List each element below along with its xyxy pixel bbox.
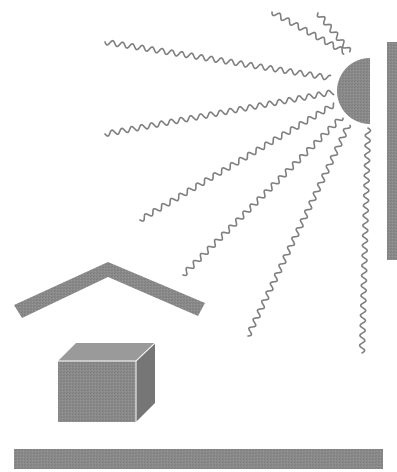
ground — [14, 449, 383, 469]
sun-ray — [104, 89, 335, 137]
vertical-wall — [387, 42, 397, 260]
sun-ray — [182, 117, 344, 277]
sun-ray — [104, 39, 332, 81]
sun-ray — [271, 11, 345, 55]
sun-ray — [358, 127, 372, 354]
roof — [14, 262, 205, 318]
sun — [337, 58, 370, 124]
cube-front — [58, 361, 136, 422]
sun-ray — [247, 124, 352, 337]
sun-rays — [104, 11, 372, 354]
sun-ray — [139, 102, 335, 222]
cube — [58, 342, 156, 422]
sun-ray — [316, 12, 352, 53]
cube-top — [58, 343, 155, 361]
cube-side — [136, 343, 155, 422]
